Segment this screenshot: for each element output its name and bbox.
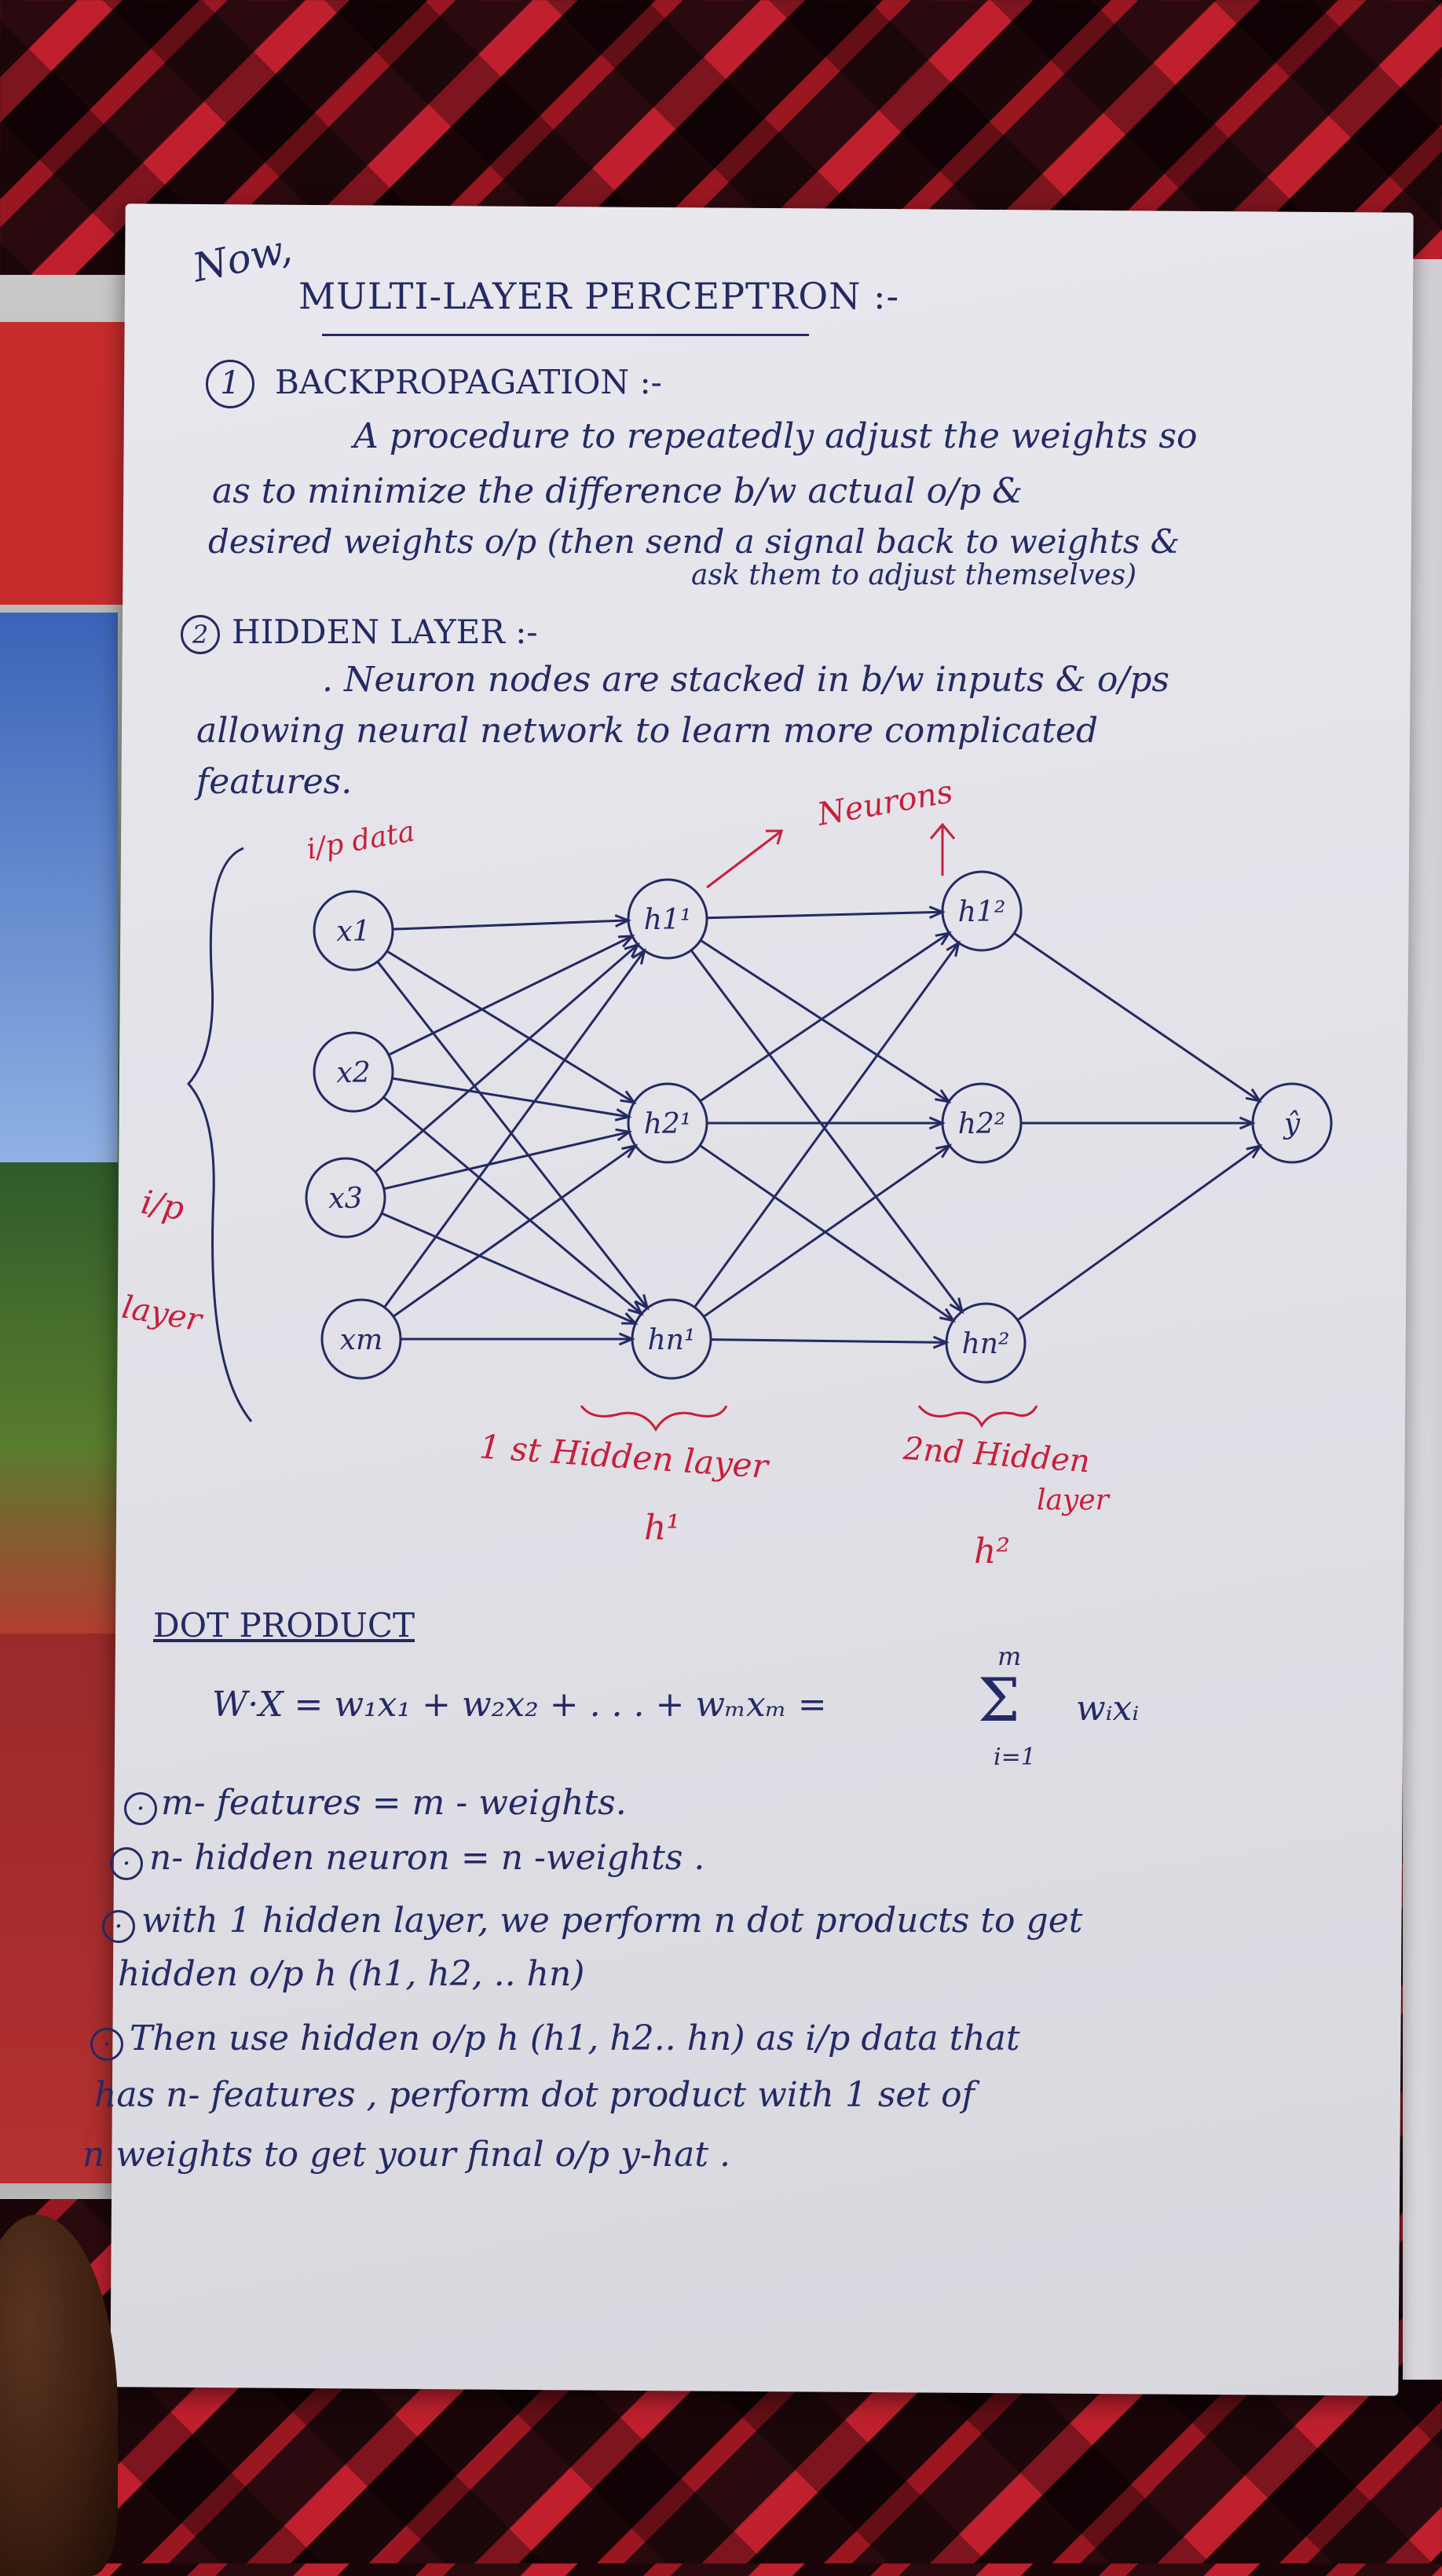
sum-lower-limit: i=1 <box>994 1744 1036 1771</box>
input-to-hidden1-edge <box>383 1130 630 1191</box>
hidden1-to-hidden2-edge <box>699 931 950 1103</box>
bullet-line: m- features = m - weights. <box>161 1783 627 1823</box>
bullet-line: Then use hidden o/p h (h1, h2.. hn) as i… <box>130 2018 1020 2058</box>
dot-product-title: DOT PRODUCT <box>153 1606 415 1645</box>
section2-line: allowing neural network to learn more co… <box>196 711 1099 751</box>
bullet-marker: · <box>124 1792 157 1825</box>
input-node <box>320 1298 402 1380</box>
sum-upper-limit: m <box>997 1641 1022 1671</box>
output-node <box>1251 1082 1333 1164</box>
input-node-label: x3 <box>328 1183 362 1215</box>
bullet-line: hidden o/p h (h1, h2, .. hn) <box>118 1954 585 1994</box>
hidden2-node-label: h1² <box>958 896 1006 928</box>
bullet-line: n- hidden neuron = n -weights . <box>149 1838 705 1878</box>
hidden1-to-hidden2-edge <box>706 910 943 920</box>
section2-title: HIDDEN LAYER :- <box>232 613 538 651</box>
section1-title: BACKPROPAGATION :- <box>275 363 662 401</box>
hidden1-to-hidden2-edge <box>703 1144 950 1318</box>
input-to-hidden1-edge <box>383 950 646 1308</box>
connection-edges <box>374 906 1263 1349</box>
bullet-line: has n- features , perform dot product wi… <box>94 2075 975 2115</box>
hidden1-to-hidden2-edge <box>694 942 960 1308</box>
input-node <box>313 890 394 971</box>
input-to-hidden1-edge <box>376 961 649 1309</box>
background-book <box>0 275 137 2199</box>
section1-line: desired weights o/p (then send a signal … <box>208 522 1180 561</box>
page-title: MULTI-LAYER PERCEPTRON :- <box>298 275 899 317</box>
input-to-hidden1-edge <box>392 1144 637 1318</box>
hidden2-brace <box>917 1405 1038 1429</box>
hidden2-node <box>945 1302 1027 1384</box>
section1-line: as to minimize the difference b/w actual… <box>212 471 1023 511</box>
neurons-arrowhead <box>766 829 784 845</box>
section1-line: ask them to adjust themselves) <box>691 559 1137 591</box>
hidden2-node <box>941 1082 1023 1164</box>
hidden1-node <box>631 1298 712 1380</box>
bullet-marker: · <box>90 2028 123 2061</box>
input-to-hidden1-edge <box>381 1212 636 1325</box>
hidden1-node-label: h1¹ <box>644 904 692 936</box>
book-cover-sky <box>0 613 118 1162</box>
bullet-marker: · <box>102 1910 135 1943</box>
bullet-line: n weights to get your final o/p y-hat . <box>82 2135 730 2175</box>
input-to-hidden1-edge <box>392 1077 629 1118</box>
neurons-arrow <box>706 829 782 889</box>
input-to-hidden1-edge <box>374 943 639 1173</box>
hidden1-brace <box>580 1405 728 1432</box>
input-to-hidden1-edge <box>386 950 635 1104</box>
section2-line: features. <box>196 762 353 802</box>
hidden1-node-label: hn¹ <box>648 1324 696 1356</box>
hidden1-to-hidden2-edge <box>700 939 950 1103</box>
network-nodes: x1 x2 x3 xm h1¹ h2¹ hn¹ h1² h2² hn² ŷ <box>305 870 1333 1384</box>
section2-line: . Neuron nodes are stacked in b/w inputs… <box>322 660 1169 700</box>
input-to-hidden1-edge-arrowhead <box>620 1090 637 1104</box>
sum-symbol: Σ <box>978 1665 1020 1735</box>
hidden2-label-layer: layer <box>1037 1484 1109 1517</box>
hidden2-to-output-edge <box>1016 1144 1261 1322</box>
hidden1-node-label: h2¹ <box>644 1108 692 1140</box>
book-cover-garden <box>0 1162 118 1634</box>
book-cover-band <box>0 322 134 605</box>
hidden1-symbol: h¹ <box>644 1508 680 1548</box>
section1-line: A procedure to repeatedly adjust the wei… <box>353 416 1198 456</box>
book-cover-lower <box>0 1634 118 2183</box>
hidden1-node <box>627 1082 708 1164</box>
sum-term: wᵢxᵢ <box>1076 1689 1140 1729</box>
input-node-label: x1 <box>336 916 370 948</box>
output-node-label: ŷ <box>1283 1108 1301 1140</box>
hidden2-node-label: h2² <box>958 1108 1006 1140</box>
bullet-marker: · <box>110 1847 143 1880</box>
input-to-hidden1-edge <box>382 1096 642 1315</box>
dot-product-formula: W·X = w₁x₁ + w₂x₂ + . . . + wₘxₘ = <box>212 1685 827 1725</box>
input-node <box>313 1031 394 1113</box>
title-underline <box>322 334 809 336</box>
section2-number: 2 <box>181 615 220 654</box>
hidden2-node <box>941 870 1023 952</box>
hidden2-node-label: hn² <box>962 1328 1010 1360</box>
input-node-label: xm <box>340 1324 382 1356</box>
bullet-line: with 1 hidden layer, we perform n dot pr… <box>141 1901 1083 1941</box>
neurons-arrowhead <box>929 822 956 840</box>
input-layer-label-1: i/p <box>138 1182 188 1228</box>
hidden2-symbol: h² <box>974 1531 1010 1572</box>
hidden2-to-output-edge <box>1013 931 1261 1103</box>
input-layer-brace <box>187 847 253 1422</box>
input-node <box>305 1157 386 1239</box>
hidden1-to-hidden2-edge <box>710 1338 947 1344</box>
input-to-hidden1-edge <box>388 935 633 1056</box>
input-to-hidden1-edge <box>392 919 629 931</box>
hidden1-to-hidden2-edge <box>699 1144 954 1322</box>
section1-number: 1 <box>206 360 254 408</box>
hidden1-node <box>627 878 708 960</box>
input-node-label: x2 <box>336 1057 370 1089</box>
hidden1-to-hidden2-edge <box>690 950 964 1312</box>
